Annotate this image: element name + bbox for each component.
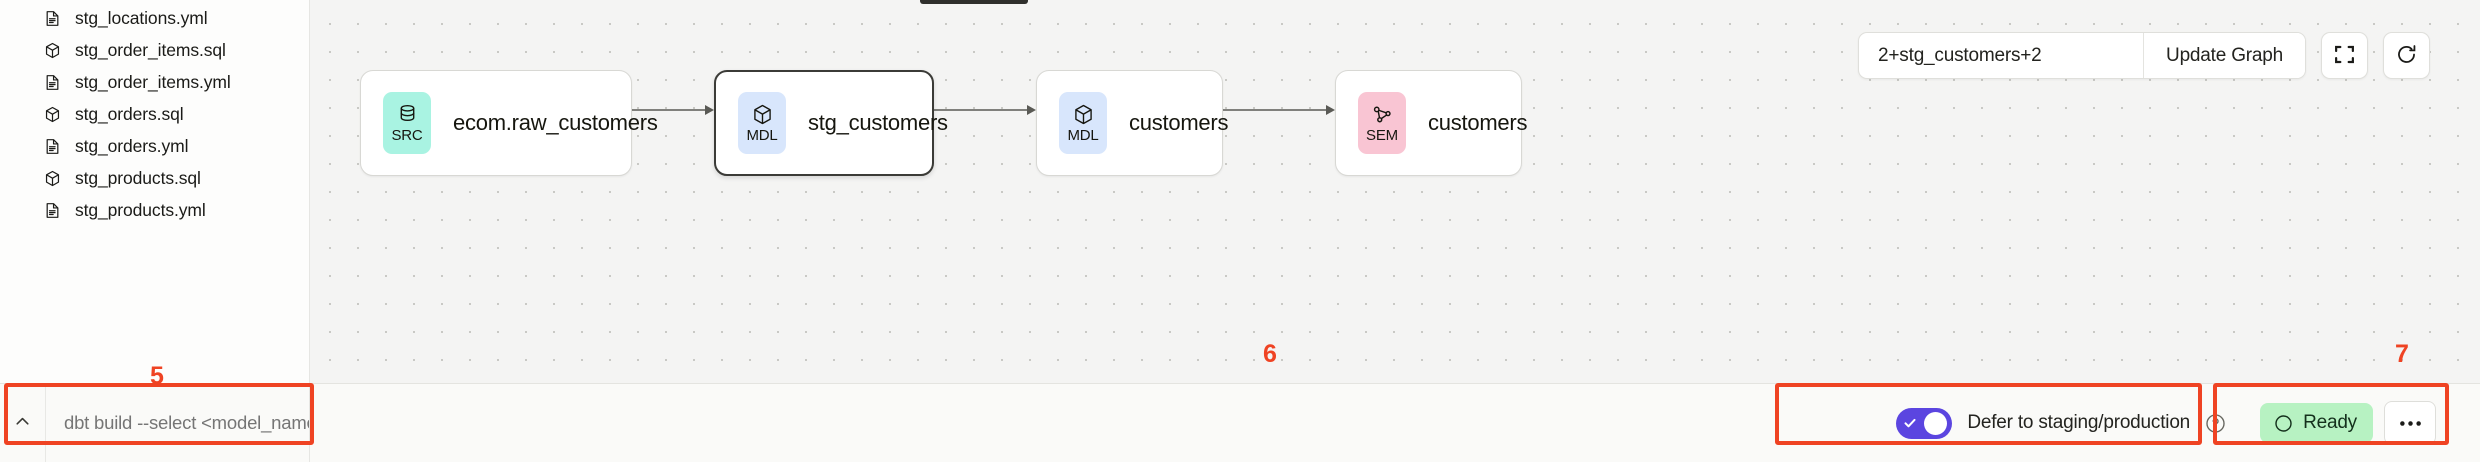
selector-group: Update Graph xyxy=(1858,32,2306,79)
dbt-command-input[interactable] xyxy=(46,384,309,462)
fullscreen-icon xyxy=(2333,43,2356,69)
graph-node-label: customers xyxy=(1428,110,1528,135)
defer-label: Defer to staging/production xyxy=(1967,412,2191,433)
file-item-label: stg_order_items.sql xyxy=(75,39,226,60)
sidebar-scroll-fade xyxy=(0,357,309,383)
graph-node-label: stg_customers xyxy=(808,110,948,135)
graph-selector-input[interactable] xyxy=(1859,33,2144,78)
file-item-label: stg_products.sql xyxy=(75,167,201,188)
collapse-panel-button[interactable] xyxy=(0,384,46,462)
file-item-stg-products-sql[interactable]: stg_products.sql xyxy=(0,162,309,194)
sem-badge: SEM xyxy=(1358,92,1406,154)
mdl-badge-label: MDL xyxy=(746,126,778,144)
command-bar xyxy=(0,384,310,462)
help-circle-icon[interactable] xyxy=(2205,413,2226,434)
graph-edges xyxy=(630,105,1335,115)
file-item-label: stg_order_items.yml xyxy=(75,71,231,92)
circle-icon xyxy=(2274,414,2293,433)
file-item-stg-orders-yml[interactable]: stg_orders.yml xyxy=(0,130,309,162)
mdl-badge: MDL xyxy=(1059,92,1107,154)
graph-toolbar: Update Graph xyxy=(1858,32,2430,79)
file-item-stg-order-items-sql[interactable]: stg_order_items.sql xyxy=(0,34,309,66)
refresh-button[interactable] xyxy=(2383,32,2430,79)
status-bar: Defer to staging/production xyxy=(310,384,2480,462)
file-yml-icon xyxy=(44,74,61,91)
sem-badge-label: SEM xyxy=(1366,126,1398,144)
graph-node-src-ecom-raw-customers[interactable]: SRC ecom.raw_customers xyxy=(360,70,658,176)
chevron-up-icon xyxy=(13,412,32,434)
file-item-label: stg_locations.yml xyxy=(75,7,208,28)
graph-node-label: customers xyxy=(1129,110,1229,135)
graph-node-sem-customers[interactable]: SEM customers xyxy=(1335,70,1527,176)
file-yml-icon xyxy=(44,10,61,27)
panel-drag-handle[interactable] xyxy=(920,0,1028,4)
bottom-bar: Defer to staging/production xyxy=(0,383,2480,462)
toggle-knob xyxy=(1924,411,1948,435)
file-list: stg_locations.yml stg_order_items.sql xyxy=(0,0,309,226)
check-icon xyxy=(1904,418,1916,428)
mdl-badge-label: MDL xyxy=(1067,126,1099,144)
status-badge-ready[interactable]: Ready xyxy=(2260,403,2373,443)
file-item-stg-orders-sql[interactable]: stg_orders.sql xyxy=(0,98,309,130)
cube-sql-icon xyxy=(44,170,61,187)
mdl-badge: MDL xyxy=(738,92,786,154)
more-options-button[interactable] xyxy=(2384,401,2436,445)
status-group: Ready xyxy=(2260,401,2436,445)
defer-group: Defer to staging/production xyxy=(1886,401,2238,446)
cube-sql-icon xyxy=(44,42,61,59)
graph-nodes: SRC ecom.raw_customers MDL stg_customers xyxy=(310,0,2480,383)
graph-node-label: ecom.raw_customers xyxy=(453,110,658,135)
file-item-label: stg_orders.yml xyxy=(75,135,189,156)
graph-node-mdl-stg-customers[interactable]: MDL stg_customers xyxy=(714,70,948,176)
file-item-label: stg_orders.sql xyxy=(75,103,184,124)
refresh-icon xyxy=(2395,43,2418,69)
defer-toggle[interactable] xyxy=(1896,407,1953,439)
status-badge-label: Ready xyxy=(2303,412,2357,433)
lineage-graph-canvas[interactable]: SRC ecom.raw_customers MDL stg_customers xyxy=(310,0,2480,383)
ellipsis-icon xyxy=(2398,416,2423,431)
graph-node-mdl-customers[interactable]: MDL customers xyxy=(1036,70,1228,176)
src-badge-label: SRC xyxy=(391,126,423,144)
update-graph-button[interactable]: Update Graph xyxy=(2143,33,2305,78)
file-yml-icon xyxy=(44,202,61,219)
file-yml-icon xyxy=(44,138,61,155)
cube-sql-icon xyxy=(44,106,61,123)
fullscreen-button[interactable] xyxy=(2321,32,2368,79)
file-item-stg-order-items-yml[interactable]: stg_order_items.yml xyxy=(0,66,309,98)
file-item-label: stg_products.yml xyxy=(75,199,206,220)
file-tree-sidebar: stg_locations.yml stg_order_items.sql xyxy=(0,0,310,383)
file-item-stg-locations-yml[interactable]: stg_locations.yml xyxy=(0,2,309,34)
file-item-stg-products-yml[interactable]: stg_products.yml xyxy=(0,194,309,226)
src-badge: SRC xyxy=(383,92,431,154)
workspace-row: stg_locations.yml stg_order_items.sql xyxy=(0,0,2480,383)
